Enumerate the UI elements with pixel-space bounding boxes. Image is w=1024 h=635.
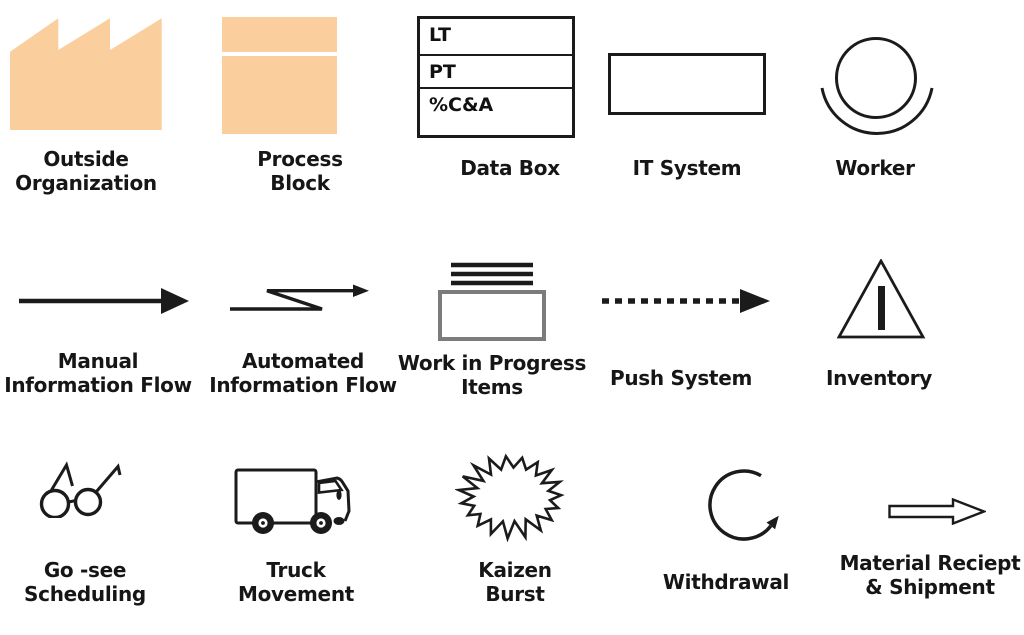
data-box-label: Data Box	[460, 156, 560, 180]
automated-information-flow-label: Automated Information Flow	[209, 349, 397, 397]
data-box-row-lt: LT	[420, 19, 572, 56]
withdrawal-arrow-icon	[705, 466, 783, 544]
inventory-label: Inventory	[825, 366, 933, 390]
process-block-icon	[222, 17, 337, 134]
outside-organization-label: Outside Organization	[15, 147, 157, 195]
glasses-icon	[38, 452, 143, 518]
kaizen-burst-shape	[455, 453, 565, 542]
truck-icon	[233, 466, 353, 538]
wip-icon	[437, 260, 547, 342]
manual-flow-arrow-icon	[17, 287, 191, 315]
go-see-scheduling-label: Go -see Scheduling	[24, 558, 146, 606]
withdrawal-label: Withdrawal	[662, 570, 790, 594]
kaizen-burst-label: Kaizen Burst	[478, 558, 552, 606]
process-block-label: Process Block	[257, 147, 343, 195]
automated-flow-arrow-icon	[229, 284, 371, 314]
manual-information-flow-label: Manual Information Flow	[4, 349, 192, 397]
worker-icon	[816, 36, 938, 137]
worker-label: Worker	[835, 156, 915, 180]
shipment-arrow-icon	[888, 498, 986, 525]
it-system-label: IT System	[632, 156, 742, 180]
data-box: LT PT %C&A	[417, 16, 575, 138]
inventory-icon	[836, 259, 926, 339]
kaizen-burst-icon	[455, 450, 567, 542]
material-receipt-shipment-label: Material Reciept & Shipment	[839, 551, 1021, 599]
push-system-label: Push System	[609, 366, 752, 390]
push-arrow-icon	[600, 288, 772, 314]
factory-icon	[10, 18, 162, 130]
data-box-row-pca: %C&A	[429, 94, 494, 116]
process-block-top-band	[222, 17, 337, 52]
work-in-progress-items-label: Work in Progress Items	[397, 351, 587, 399]
truck-movement-label: Truck Movement	[237, 558, 355, 606]
process-block-bottom-band	[222, 56, 337, 134]
it-system-box	[608, 53, 766, 115]
data-box-row-pt: PT	[420, 56, 572, 89]
